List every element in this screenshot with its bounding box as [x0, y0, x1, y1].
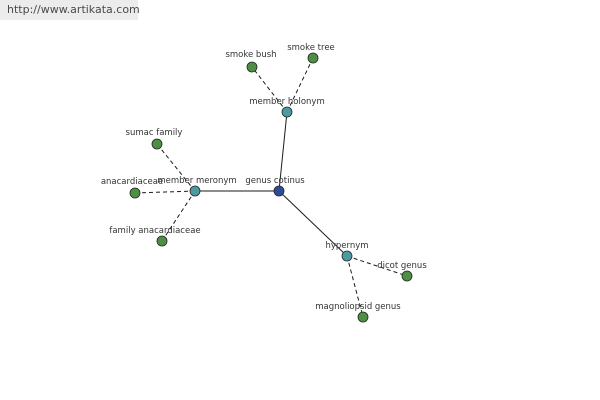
edge-genus-cotinus-to-hypernym — [278, 190, 348, 257]
node-dicot-genus[interactable] — [401, 270, 413, 282]
edge-member-meronym-to-sumac-family — [156, 143, 196, 192]
node-label-family-anacardiaceae[interactable]: family anacardiaceae — [109, 226, 200, 236]
source-url-label: http://www.artikata.com — [0, 0, 140, 20]
node-sumac-family[interactable] — [151, 138, 163, 150]
node-label-anacardiaceae[interactable]: anacardiaceae — [101, 177, 163, 187]
node-label-smoke-bush[interactable]: smoke bush — [225, 50, 276, 60]
node-anacardiaceae[interactable] — [129, 187, 141, 199]
node-label-dicot-genus[interactable]: dicot genus — [377, 261, 427, 271]
node-hypernym[interactable] — [341, 250, 353, 262]
graph-labels: genus cotinus member holonym member merony… — [101, 43, 427, 312]
edge-member-meronym-to-anacardiaceae — [134, 190, 196, 194]
node-label-member-meronym[interactable]: member meronym — [157, 176, 236, 186]
node-smoke-tree[interactable] — [307, 52, 319, 64]
edge-hypernym-to-dicot-genus — [346, 255, 408, 277]
graph-edges — [134, 57, 408, 318]
node-member-holonym[interactable] — [281, 106, 293, 118]
node-label-hypernym[interactable]: hypernym — [325, 241, 368, 251]
node-genus-cotinus[interactable] — [273, 185, 285, 197]
edge-member-meronym-to-family-anacardiaceae — [161, 190, 196, 242]
node-label-sumac-family[interactable]: sumac family — [126, 128, 183, 138]
node-smoke-bush[interactable] — [246, 61, 258, 73]
node-magnoliopsid-genus[interactable] — [357, 311, 369, 323]
node-member-meronym[interactable] — [189, 185, 201, 197]
edge-member-holonym-to-smoke-bush — [251, 66, 288, 113]
edge-genus-cotinus-to-member-holonym — [278, 111, 288, 192]
node-label-genus-cotinus[interactable]: genus cotinus — [245, 176, 305, 186]
edge-hypernym-to-magnoliopsid-genus — [346, 255, 364, 318]
node-label-magnoliopsid-genus[interactable]: magnoliopsid genus — [315, 302, 401, 312]
edge-member-holonym-to-smoke-tree — [286, 57, 314, 113]
graph-nodes — [129, 52, 413, 323]
node-label-smoke-tree[interactable]: smoke tree — [287, 43, 335, 53]
node-label-member-holonym[interactable]: member holonym — [249, 97, 324, 107]
node-family-anacardiaceae[interactable] — [156, 235, 168, 247]
